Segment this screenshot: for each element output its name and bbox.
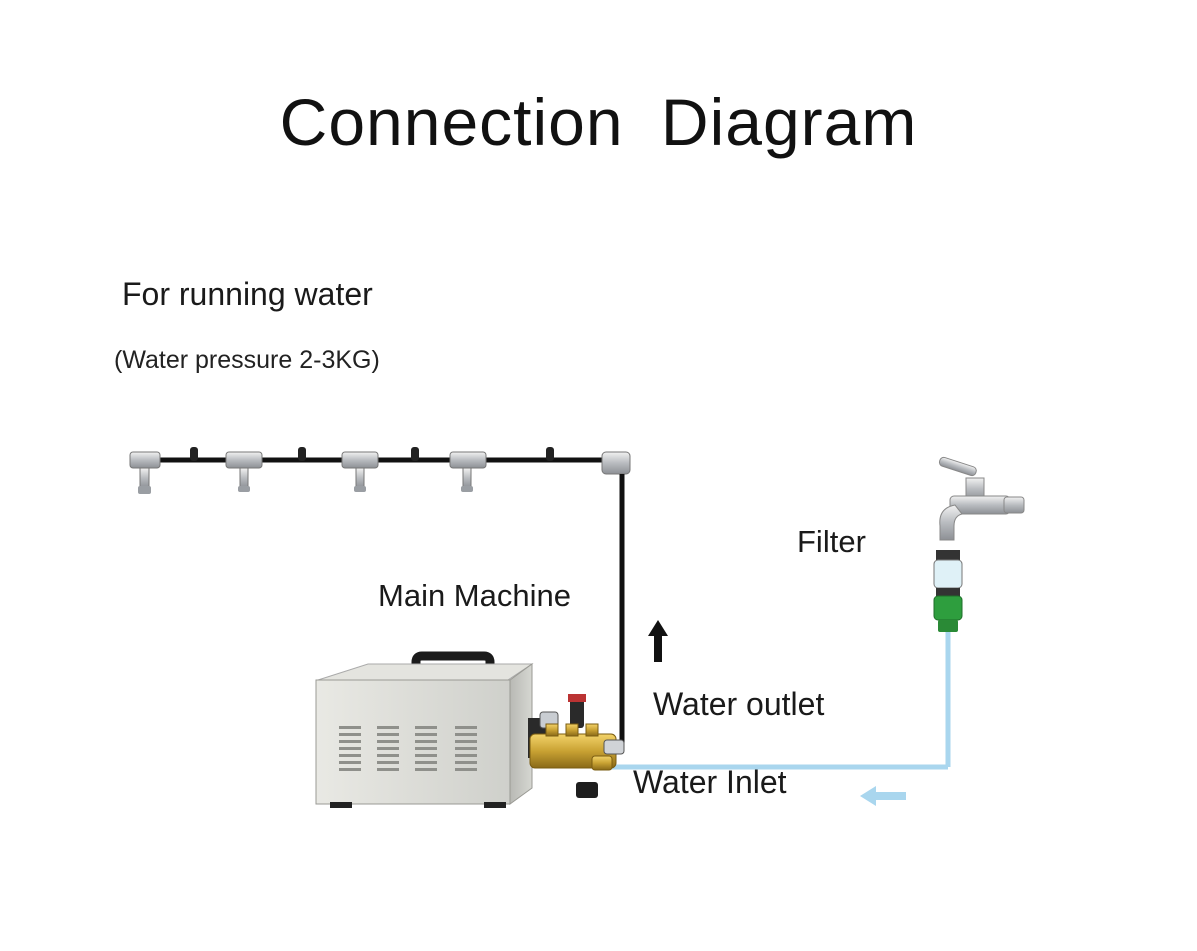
faucet-icon [938,456,1025,541]
filter-label: Filter [797,524,866,559]
filter-icon [933,550,963,632]
nozzle-tee-3 [341,451,379,492]
nozzle-tee-1 [129,451,161,494]
diagram-title: Connection Diagram [279,85,918,159]
inlet-hose [606,632,951,770]
elbow-fitting [601,451,631,475]
water-inlet-label: Water Inlet [633,764,787,800]
water-pressure-note: (Water pressure 2-3KG) [114,346,380,374]
nozzle-tee-4 [449,451,487,492]
inlet-arrow-icon [860,786,906,806]
running-water-heading: For running water [122,276,373,312]
main-machine-label: Main Machine [378,578,571,613]
machine-vents [339,726,477,771]
hose-clips [190,447,554,461]
water-outlet-label: Water outlet [653,686,825,722]
up-arrow-icon [648,620,668,662]
main-machine-icon [315,651,625,808]
misting-pipe-line [129,447,631,494]
nozzle-tee-2 [225,451,263,492]
